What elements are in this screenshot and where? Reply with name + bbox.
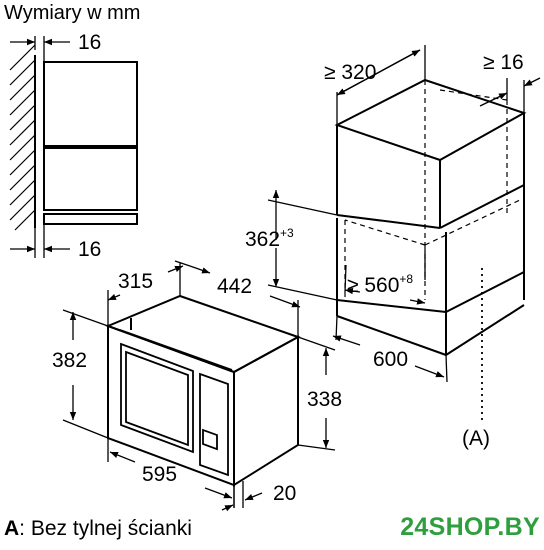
bottom-gap-dimension	[10, 224, 70, 258]
cabinet-side-view	[43, 61, 138, 225]
niche-height-tolerance: +3	[280, 226, 294, 240]
wall-section	[9, 44, 36, 231]
brand-watermark: 24SHOP.BY	[400, 513, 540, 541]
footer-text: : Bez tylnej ścianki	[19, 517, 192, 540]
front-height-dimension	[62, 309, 109, 439]
label-niche-total-depth: 600	[373, 348, 409, 371]
label-body-width: 442	[217, 275, 253, 298]
niche-height-value: 362	[245, 228, 281, 251]
body-height-dimension	[297, 336, 336, 451]
label-front-thickness: 20	[273, 482, 297, 505]
label-bottom-gap: 16	[78, 238, 102, 261]
front-thickness-dimension	[221, 481, 263, 512]
label-niche-width: ≥ 560+8	[347, 273, 413, 296]
label-rear-gap: ≥ 16	[483, 51, 524, 74]
label-body-height: 338	[307, 388, 343, 411]
top-gap-dimension	[10, 36, 70, 62]
label-top-gap: 16	[78, 31, 102, 54]
label-front-width: 595	[142, 463, 178, 486]
footer-key: A	[4, 517, 20, 540]
footer-note: A: Bez tylnej ścianki	[4, 518, 192, 539]
niche-width-dimension	[344, 250, 426, 305]
rear-gap-dimension	[479, 77, 541, 113]
depth-dimension	[107, 262, 184, 326]
label-niche-height: 362+3	[245, 227, 294, 250]
drawing-title: Wymiary w mm	[4, 2, 141, 24]
label-depth: 315	[118, 270, 154, 293]
niche-depth-dimension	[336, 45, 426, 125]
niche-hidden-lines	[344, 80, 521, 300]
label-front-height: 382	[52, 349, 88, 372]
niche-total-depth-dimension	[332, 315, 448, 383]
niche-width-tolerance: +8	[399, 272, 414, 286]
body-width-dimension	[174, 260, 301, 337]
label-niche-depth: ≥ 320	[324, 61, 377, 84]
microwave-front-details	[119, 329, 233, 477]
label-callout-a: (A)	[462, 427, 490, 450]
niche-width-value: ≥ 560	[347, 274, 400, 297]
niche-height-dimension	[267, 190, 338, 301]
microwave-body	[105, 294, 301, 487]
niche-cabinet	[334, 78, 527, 356]
